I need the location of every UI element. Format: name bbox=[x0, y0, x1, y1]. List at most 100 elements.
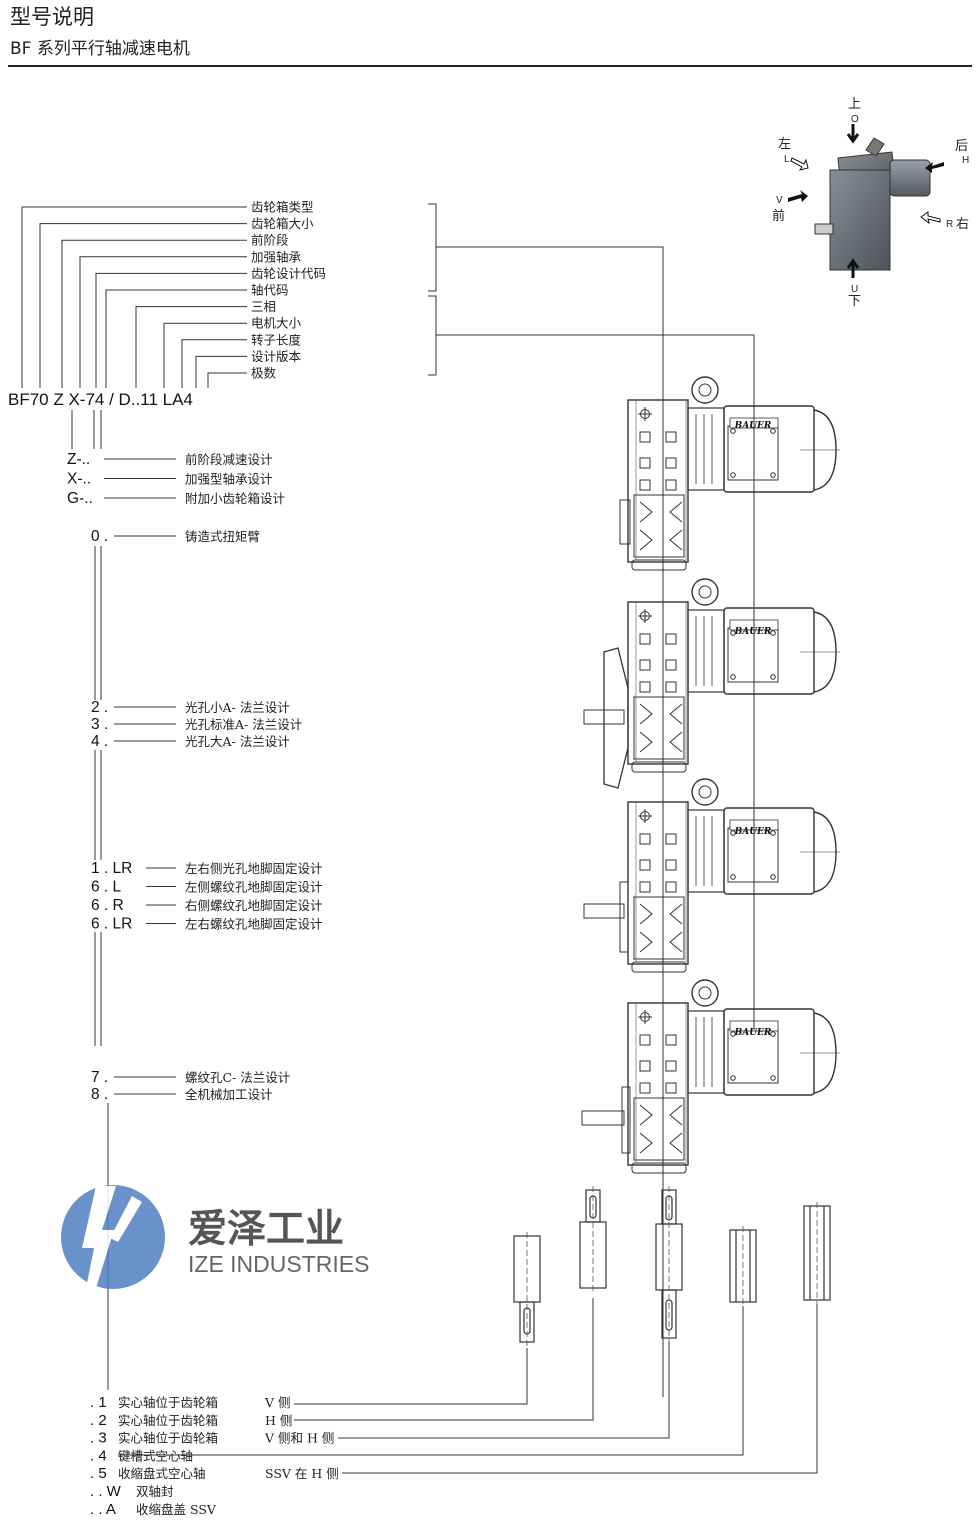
prefix-code: G-.. bbox=[67, 490, 93, 507]
code-label: 前阶段 bbox=[251, 233, 289, 248]
mount-desc: 铸造式扭矩臂 bbox=[185, 529, 260, 544]
code-label-group: 齿轮箱类型齿轮箱大小前阶段加强轴承齿轮设计代码轴代码三相电机大小转子长度设计版本… bbox=[251, 200, 326, 381]
orientation-figure bbox=[788, 124, 944, 278]
shaft-leader-lines bbox=[118, 1298, 818, 1474]
orientation-left-cn: 左 bbox=[778, 137, 791, 152]
mount-code: 3 . bbox=[91, 716, 108, 733]
orientation-right-code: R bbox=[946, 219, 953, 230]
shaft-desc: 实心轴位于齿轮箱 bbox=[118, 1431, 218, 1446]
shaft-desc: 收缩盘式空心轴 bbox=[118, 1466, 206, 1481]
mount-code: 7 . bbox=[91, 1069, 108, 1086]
orientation-right-cn: 右 bbox=[956, 217, 969, 232]
code-leader bbox=[21, 206, 247, 388]
mount-code: 6 . R bbox=[91, 897, 124, 914]
prefix-desc: 加强型轴承设计 bbox=[185, 472, 273, 487]
page-title: 型号说明 bbox=[10, 5, 94, 29]
orientation-top-code: O bbox=[851, 114, 859, 125]
shaft-code: . 2 bbox=[90, 1412, 107, 1429]
orientation-left-code: L bbox=[784, 154, 790, 165]
brand-label-group: BAUER BAUER BAUER BAUER bbox=[734, 421, 772, 1038]
brand-label: BAUER bbox=[734, 627, 772, 637]
mount-desc: 左右侧光孔地脚固定设计 bbox=[185, 861, 323, 876]
mount-code: 4 . bbox=[91, 733, 108, 750]
prefix-option-group: Z-.. 前阶段减速设计 X-.. 加强型轴承设计 G-.. 附加小齿轮箱设计 bbox=[67, 451, 285, 507]
gearmotor-c-flange bbox=[581, 979, 841, 1174]
label-brackets bbox=[428, 203, 755, 1397]
mount-desc: 全机械加工设计 bbox=[185, 1087, 273, 1102]
code-leader bbox=[105, 289, 247, 388]
code-leader bbox=[195, 355, 247, 388]
shaft-code: . . A bbox=[90, 1501, 116, 1518]
mount-code: 2 . bbox=[91, 699, 108, 716]
shaft-code: . 5 bbox=[90, 1465, 107, 1482]
code-leader bbox=[39, 223, 247, 388]
shaft-side: V 侧 bbox=[264, 1395, 291, 1410]
code-label: 电机大小 bbox=[251, 316, 302, 331]
watermark-logo bbox=[61, 1185, 165, 1289]
code-label: 齿轮设计代码 bbox=[251, 266, 326, 281]
mount-code: 1 . LR bbox=[91, 860, 132, 877]
brand-label: BAUER bbox=[734, 827, 772, 837]
code-label: 三相 bbox=[251, 299, 276, 314]
shaft-desc: 双轴封 bbox=[136, 1484, 174, 1499]
gearmotor-a-flange bbox=[583, 578, 841, 789]
gearmotor-foot-mounted bbox=[583, 778, 841, 973]
mount-option-group: 0 . 铸造式扭矩臂 2 . 光孔小A- 法兰设计 3 . 光孔标准A- 法兰设计 4 . 光… bbox=[91, 528, 323, 1103]
shaft-desc: 收缩盘盖 SSV bbox=[136, 1502, 217, 1517]
code-label: 转子长度 bbox=[251, 332, 302, 347]
orientation-bottom-cn: 下 bbox=[848, 294, 861, 309]
mount-code: 6 . LR bbox=[91, 916, 132, 933]
brand-label: BAUER bbox=[734, 1028, 772, 1038]
shaft-center-lines bbox=[526, 1186, 818, 1346]
mount-code: 8 . bbox=[91, 1086, 108, 1103]
mount-code: 0 . bbox=[91, 528, 108, 545]
code-leader bbox=[207, 372, 247, 388]
mount-desc: 光孔大A- 法兰设计 bbox=[185, 734, 290, 749]
shaft-code: . 1 bbox=[90, 1394, 107, 1411]
shaft-desc: 实心轴位于齿轮箱 bbox=[118, 1413, 218, 1428]
mount-desc: 左右螺纹孔地脚固定设计 bbox=[185, 917, 323, 932]
shaft-option-group: . 1 实心轴位于齿轮箱 V 侧 . 2 实心轴位于齿轮箱 H 侧 . 3 实心轴位于齿轮箱 V… bbox=[90, 1394, 339, 1518]
code-label: 齿轮箱类型 bbox=[251, 200, 314, 215]
shaft-desc: 实心轴位于齿轮箱 bbox=[118, 1395, 218, 1410]
prefix-desc: 前阶段减速设计 bbox=[185, 452, 273, 467]
orientation-labels: 上 O U 下 左 L V 前 后 H R 右 bbox=[772, 97, 969, 309]
code-label: 齿轮箱大小 bbox=[251, 216, 314, 231]
mount-desc: 光孔小A- 法兰设计 bbox=[185, 700, 290, 715]
prefix-code: Z-.. bbox=[67, 451, 90, 468]
watermark-en: IZE INDUSTRIES bbox=[188, 1251, 369, 1277]
model-code: BF70 Z X-74 / D..11 LA4 bbox=[8, 390, 193, 409]
shaft-code: . . W bbox=[90, 1483, 122, 1500]
code-leader bbox=[181, 339, 247, 388]
page-subtitle: BF 系列平行轴减速电机 bbox=[10, 39, 190, 59]
orientation-bottom-code: U bbox=[851, 284, 858, 295]
shaft-desc: 键槽式空心轴 bbox=[118, 1448, 193, 1463]
code-label: 加强轴承 bbox=[251, 249, 302, 264]
code-label: 极数 bbox=[251, 366, 277, 381]
orientation-front-cn: 前 bbox=[772, 208, 785, 224]
mount-desc: 右侧螺纹孔地脚固定设计 bbox=[185, 898, 323, 913]
mount-code: 6 . L bbox=[91, 879, 122, 896]
orientation-top-cn: 上 bbox=[848, 97, 861, 112]
orientation-back-cn: 后 bbox=[955, 139, 968, 154]
mount-desc: 螺纹孔C- 法兰设计 bbox=[185, 1070, 290, 1085]
shaft-side: H 侧 bbox=[265, 1413, 292, 1428]
shaft-code: . 3 bbox=[90, 1430, 107, 1447]
gearmotor-torque-arm bbox=[619, 376, 841, 571]
shaft-illustrations bbox=[513, 1189, 831, 1343]
code-leader bbox=[95, 272, 247, 388]
shaft-side: SSV 在 H 侧 bbox=[265, 1466, 339, 1481]
prefix-code: X-.. bbox=[67, 471, 91, 488]
code-leader bbox=[135, 306, 247, 388]
shaft-side: V 侧和 H 侧 bbox=[264, 1431, 334, 1446]
code-leader bbox=[163, 322, 247, 388]
mount-desc: 光孔标准A- 法兰设计 bbox=[185, 717, 302, 732]
orientation-front-code: V bbox=[776, 195, 783, 206]
brand-label: BAUER bbox=[734, 421, 772, 431]
shaft-code: . 4 bbox=[90, 1447, 107, 1464]
code-leader bbox=[61, 239, 247, 388]
code-leader-lines bbox=[21, 206, 247, 388]
prefix-desc: 附加小齿轮箱设计 bbox=[185, 491, 285, 506]
mount-desc: 左侧螺纹孔地脚固定设计 bbox=[185, 880, 323, 895]
